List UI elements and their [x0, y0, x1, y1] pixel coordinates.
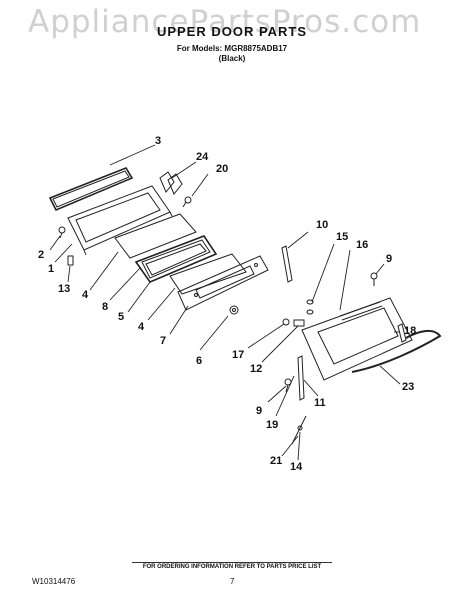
glass-pack-part [134, 235, 218, 283]
glass-pane-part [169, 253, 247, 295]
callout-16: 16 [356, 239, 368, 251]
door-panel-part [177, 255, 269, 311]
page-title: UPPER DOOR PARTS [156, 24, 308, 39]
callout-3: 3 [155, 135, 161, 147]
ordering-note: FOR ORDERING INFORMATION REFER TO PARTS … [142, 564, 322, 570]
screw-part [182, 196, 192, 208]
leader-lines [49, 144, 401, 461]
callout-24: 24 [196, 151, 209, 163]
callout-6: 6 [196, 355, 202, 367]
vent-part [397, 323, 407, 343]
outer-door-panel-part [301, 297, 413, 381]
glass-pane-part [114, 213, 197, 259]
callout-20: 20 [216, 163, 228, 175]
screw-part [306, 299, 314, 315]
footer-divider [132, 562, 332, 563]
screw-part [229, 305, 239, 315]
hinge-rod-part [291, 415, 307, 445]
vent-bar-part [281, 245, 293, 283]
callout-8: 8 [102, 301, 108, 313]
hinge-bracket-part [159, 171, 183, 195]
callout-19: 19 [266, 419, 278, 431]
callout-1: 1 [48, 263, 54, 275]
callout-2: 2 [38, 249, 44, 261]
document-number: W10314476 [32, 577, 76, 586]
hinge-part [282, 318, 305, 327]
clip-part [67, 255, 74, 266]
callout-4-lower: 4 [138, 321, 145, 333]
color-line: (Black) [218, 54, 246, 63]
inner-door-liner-part [67, 185, 173, 256]
screw-part [370, 272, 378, 286]
callout-9-lower: 9 [256, 405, 262, 417]
callout-14: 14 [290, 461, 303, 473]
callout-13: 13 [58, 283, 70, 295]
callout-5: 5 [118, 311, 124, 323]
callout-9: 9 [386, 253, 392, 265]
callout-21: 21 [270, 455, 282, 467]
callout-labels: 3 24 20 2 1 13 4 8 5 4 7 6 10 15 16 9 18… [38, 135, 416, 473]
callout-11: 11 [314, 397, 326, 409]
callout-7: 7 [160, 335, 166, 347]
page-number: 7 [230, 577, 235, 586]
side-trim-part [297, 355, 305, 401]
screw-part [58, 226, 66, 239]
callout-15: 15 [336, 231, 348, 243]
door-handle-part [351, 330, 442, 373]
model-line: For Models: MGR8875ADB17 [176, 44, 288, 53]
gasket-part [48, 167, 134, 212]
watermark: AppliancePartsPros.com [28, 4, 422, 40]
callout-12: 12 [250, 363, 262, 375]
callout-23: 23 [402, 381, 414, 393]
callout-17: 17 [232, 349, 244, 361]
callout-4: 4 [82, 289, 89, 301]
callout-10: 10 [316, 219, 328, 231]
callout-18: 18 [404, 325, 416, 337]
